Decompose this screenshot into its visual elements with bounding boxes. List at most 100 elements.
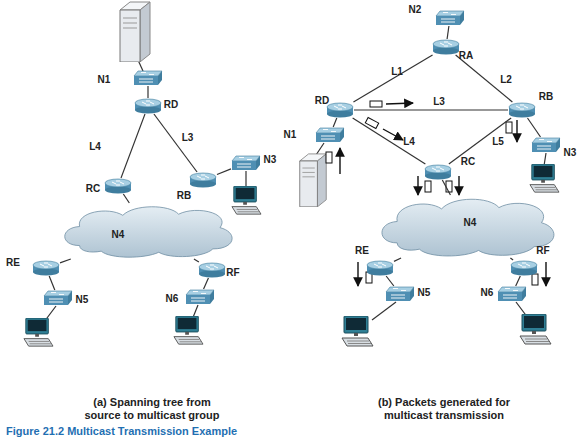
router-base — [327, 111, 353, 118]
router-arrows — [334, 105, 346, 109]
flow-arrow — [357, 262, 358, 286]
link-line — [194, 259, 199, 262]
switch-front — [134, 76, 158, 85]
switch-side — [158, 71, 162, 85]
switch-arrows — [191, 292, 206, 302]
switch-side — [460, 11, 464, 25]
switch-node: N5 — [385, 286, 415, 302]
link-line — [49, 276, 55, 290]
computer-icon — [342, 316, 373, 346]
switch-top — [386, 287, 414, 292]
node-label: N4 — [112, 229, 125, 240]
router-base — [33, 269, 59, 276]
link-line — [154, 114, 197, 172]
link-line — [449, 118, 511, 164]
router-icon — [366, 260, 394, 276]
link-line — [394, 258, 401, 261]
router-top — [511, 261, 537, 269]
switch-front — [498, 292, 522, 301]
node-label: N2 — [409, 4, 422, 15]
link-label: L4 — [89, 141, 101, 152]
node-label: RB — [539, 91, 553, 102]
router-arrows — [142, 101, 154, 105]
link-label: L3 — [182, 132, 194, 143]
node-label: RB — [177, 190, 191, 201]
link-label: L1 — [391, 65, 403, 76]
router-base — [190, 181, 216, 188]
cloud-outline — [58, 203, 238, 259]
computer-icon — [24, 318, 53, 346]
node-label: N4 — [464, 217, 477, 228]
router-arrows — [112, 181, 124, 185]
router-base — [509, 111, 535, 118]
router-node: RB — [189, 172, 217, 188]
packet — [506, 122, 512, 133]
node-label: N5 — [76, 294, 89, 305]
router-icon — [510, 260, 538, 276]
router-base — [425, 173, 451, 180]
link-label: L2 — [500, 73, 512, 84]
node-label: RD — [315, 95, 329, 106]
router-icon — [198, 262, 226, 278]
switch-icon — [497, 286, 527, 302]
packet — [370, 101, 382, 107]
node-label: RC — [461, 156, 475, 167]
node-label: N5 — [418, 287, 431, 298]
switch-node: N1 — [133, 70, 163, 86]
switch-side — [410, 287, 414, 301]
switch-node: N5 — [43, 290, 73, 306]
link-line — [333, 118, 337, 127]
router-top — [105, 179, 131, 187]
node-label: RA — [459, 50, 473, 61]
link-line — [353, 55, 432, 102]
link-line — [217, 169, 231, 175]
router-arrows — [206, 265, 218, 269]
flow-arrow — [339, 148, 340, 174]
link-line — [516, 276, 521, 286]
switch-node: N1 — [315, 127, 345, 143]
switch-front — [386, 292, 410, 301]
router-arrows — [197, 175, 209, 179]
switch-icon — [231, 155, 261, 171]
sub-caption: (b) Packets generated for multicast tran… — [368, 396, 520, 422]
packet — [326, 152, 332, 163]
router-icon — [189, 172, 217, 188]
router-icon — [104, 178, 132, 194]
link-line — [527, 118, 540, 137]
switch-top — [532, 138, 560, 143]
router-top — [33, 261, 59, 269]
network-cloud: N4 — [375, 195, 560, 258]
link-label: L5 — [492, 136, 504, 147]
cloud-shape — [65, 207, 232, 257]
router-arrows — [516, 105, 528, 109]
router-top — [367, 261, 393, 269]
switch-side — [340, 128, 344, 142]
router-node: RC — [104, 178, 132, 194]
router-top — [190, 173, 216, 181]
flow-arrow — [516, 120, 517, 142]
link-line — [354, 109, 508, 110]
packet — [446, 181, 452, 192]
switch-top — [232, 156, 260, 161]
router-node: RD — [134, 98, 162, 114]
figure-caption: Figure 21.2 Multicast Transmission Examp… — [6, 425, 237, 437]
flow-arrow — [386, 103, 413, 104]
router-top — [433, 40, 459, 48]
router-icon — [432, 39, 460, 55]
switch-side — [256, 156, 260, 170]
switch-top — [186, 290, 214, 295]
router-top — [199, 263, 225, 271]
link-line — [123, 194, 129, 203]
computer-icon — [520, 314, 551, 344]
switch-arrows — [503, 289, 518, 299]
router-top — [509, 103, 535, 111]
switch-top — [498, 287, 526, 292]
router-arrows — [440, 42, 452, 46]
node-label: RC — [86, 183, 100, 194]
switch-arrows — [537, 140, 552, 150]
switch-top — [44, 291, 72, 296]
wire — [372, 302, 396, 320]
link-line — [456, 55, 513, 102]
computer-icon — [174, 316, 203, 344]
wire — [316, 143, 324, 155]
